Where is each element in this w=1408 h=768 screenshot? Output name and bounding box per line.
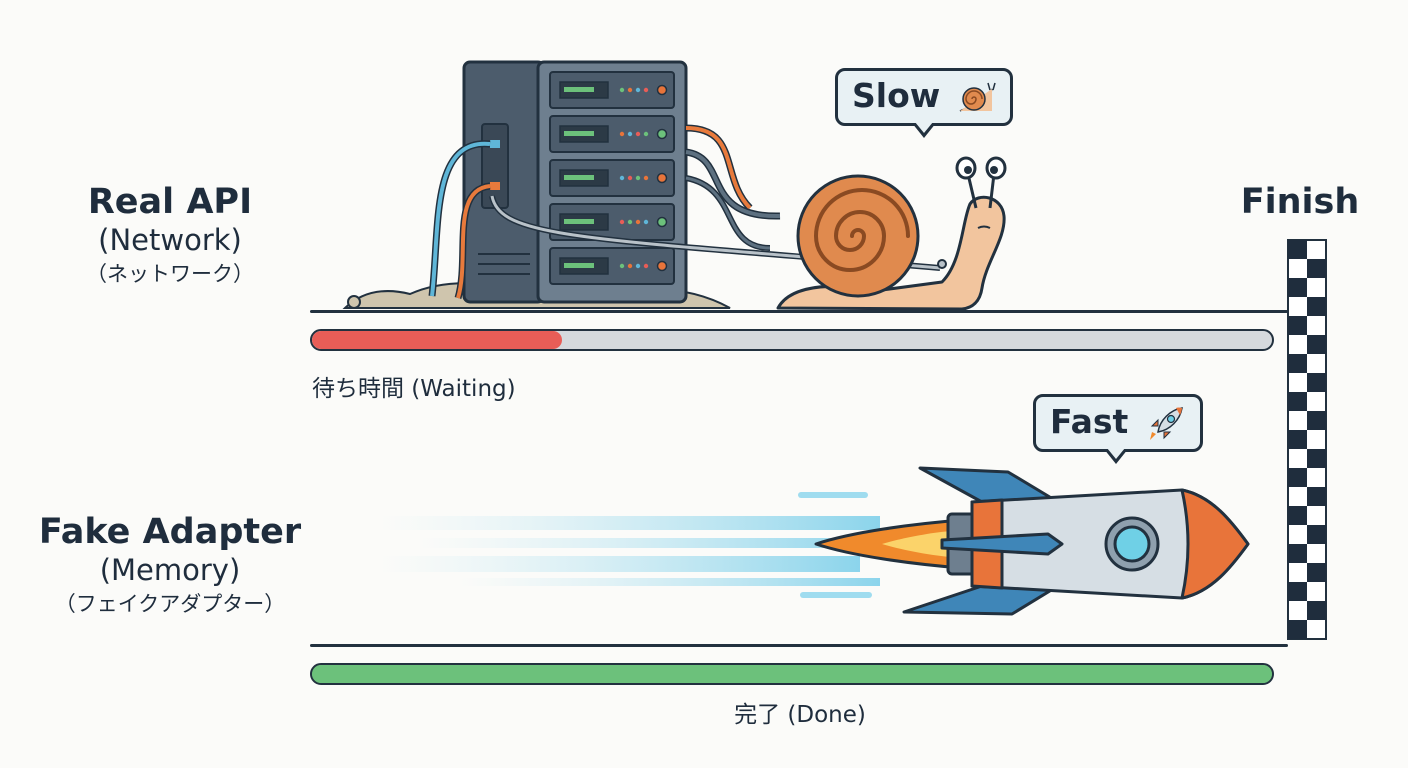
fake-adapter-kana: （フェイクアダプター） xyxy=(54,592,286,616)
fake-adapter-progress-bar xyxy=(310,663,1274,685)
fake-adapter-title: Fake Adapter xyxy=(38,512,302,552)
done-caption: 完了 (Done) xyxy=(734,702,866,728)
lane-label-real-api: Real API (Network) （ネットワーク） xyxy=(40,182,300,290)
finish-label: Finish xyxy=(1240,182,1360,222)
real-api-progress-fill xyxy=(312,331,562,349)
real-api-track xyxy=(310,310,1288,313)
server-rack-icon xyxy=(342,60,941,309)
real-api-title: Real API xyxy=(87,182,253,222)
checkered-flag-icon xyxy=(1287,239,1327,640)
fast-label: Fast xyxy=(1050,402,1129,441)
speed-streaks xyxy=(380,492,880,598)
fake-adapter-progress-fill xyxy=(312,665,1272,683)
real-api-progress-bar xyxy=(310,329,1274,351)
snail-icon xyxy=(776,156,1007,311)
fake-adapter-subtitle: (Memory) xyxy=(99,553,241,587)
snail-icon xyxy=(959,82,996,112)
real-api-kana: （ネットワーク） xyxy=(86,262,254,286)
fake-adapter-track xyxy=(310,644,1288,647)
waiting-caption: 待ち時間 (Waiting) xyxy=(312,376,516,402)
slow-speech-bubble: Slow xyxy=(835,68,1013,138)
fast-speech-bubble: Fast xyxy=(1033,394,1203,464)
rocket-icon xyxy=(1149,406,1183,440)
slow-label: Slow xyxy=(852,76,941,115)
real-api-subtitle: (Network) xyxy=(98,223,242,257)
rocket-icon xyxy=(814,466,1250,616)
lane-label-fake-adapter: Fake Adapter (Memory) （フェイクアダプター） xyxy=(20,512,320,620)
